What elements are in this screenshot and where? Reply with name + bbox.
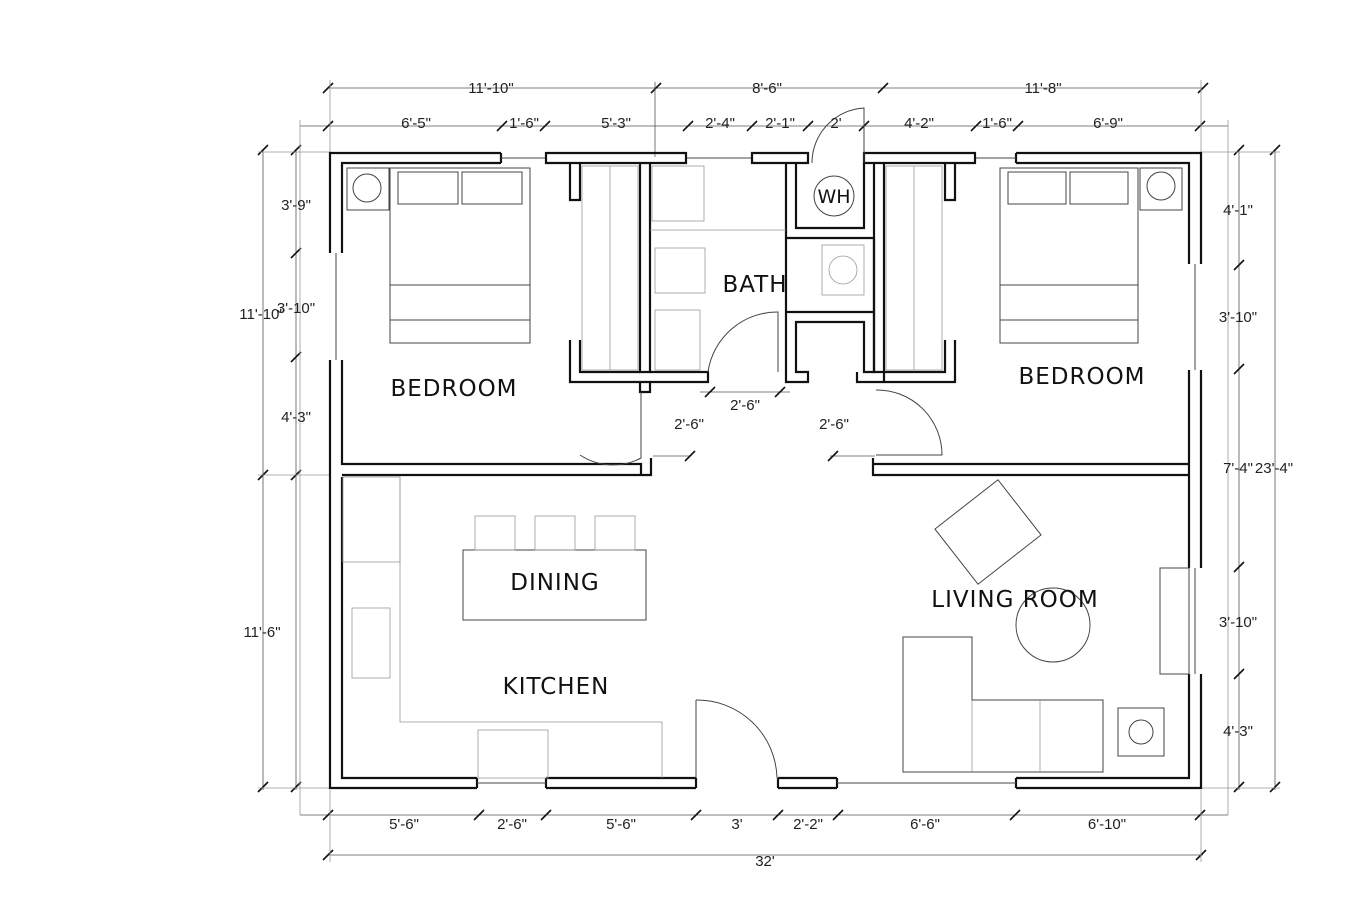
label-bedroom-left: BEDROOM bbox=[390, 376, 517, 402]
dim-door-1: 2'-6" bbox=[674, 416, 704, 433]
dim-bottom-detail-2: 2'-6" bbox=[497, 816, 527, 833]
dim-right-4: 3'-10" bbox=[1219, 614, 1257, 631]
dim-door-2: 2'-6" bbox=[730, 397, 760, 414]
dim-top-detail-5: 2'-1" bbox=[765, 115, 795, 132]
dim-left-2: 3'-10" bbox=[277, 300, 315, 317]
dim-door-3: 2'-6" bbox=[819, 416, 849, 433]
label-dining: DINING bbox=[510, 570, 600, 596]
dim-left-4: 11'-6" bbox=[243, 624, 280, 641]
label-bath: BATH bbox=[722, 272, 787, 298]
dim-bottom-detail-1: 5'-6" bbox=[389, 816, 419, 833]
dim-top-overall-1: 11'-10" bbox=[468, 80, 513, 97]
label-bedroom-right: BEDROOM bbox=[1018, 364, 1145, 390]
dim-top-detail-8: 1'-6" bbox=[982, 115, 1012, 132]
dim-bottom-detail-3: 5'-6" bbox=[606, 816, 636, 833]
dim-top-detail-3: 5'-3" bbox=[601, 115, 631, 132]
door-swings bbox=[579, 107, 943, 779]
dim-left-overall: 11'-10" bbox=[239, 306, 284, 323]
dim-top-detail-1: 6'-5" bbox=[401, 115, 431, 132]
dim-bottom-overall: 32' bbox=[755, 853, 775, 870]
walls bbox=[328, 151, 1203, 790]
dim-top-detail-2: 1'-6" bbox=[509, 115, 539, 132]
dim-right-3: 7'-4" bbox=[1223, 460, 1253, 477]
dim-bottom-detail-5: 2'-2" bbox=[793, 816, 823, 833]
furniture bbox=[342, 165, 1190, 779]
dim-top-detail-6: 2' bbox=[830, 115, 841, 132]
label-living-room: LIVING ROOM bbox=[931, 587, 1099, 613]
dim-bottom-detail-6: 6'-6" bbox=[910, 816, 940, 833]
dim-top-overall-2: 8'-6" bbox=[752, 80, 782, 97]
room-labels: BEDROOM BATH WH BEDROOM DINING KITCHEN L… bbox=[390, 186, 1145, 700]
dim-right-5: 4'-3" bbox=[1223, 723, 1253, 740]
dim-top-detail-9: 6'-9" bbox=[1093, 115, 1123, 132]
label-water-heater: WH bbox=[817, 186, 850, 208]
dim-bottom-detail-4: 3' bbox=[731, 816, 742, 833]
dimension-lines bbox=[257, 80, 1281, 862]
dim-bottom-detail-7: 6'-10" bbox=[1088, 816, 1126, 833]
dim-top-overall-3: 11'-8" bbox=[1024, 80, 1061, 97]
dim-right-2: 3'-10" bbox=[1219, 309, 1257, 326]
dimension-labels: 11'-10" 8'-6" 11'-8" 6'-5" 1'-6" 5'-3" 2… bbox=[239, 80, 1293, 870]
dim-left-1: 3'-9" bbox=[281, 197, 311, 214]
dim-left-3: 4'-3" bbox=[281, 409, 311, 426]
dim-top-detail-4: 2'-4" bbox=[705, 115, 735, 132]
label-kitchen: KITCHEN bbox=[503, 674, 610, 700]
dim-right-1: 4'-1" bbox=[1223, 202, 1253, 219]
dim-right-overall: 23'-4" bbox=[1255, 460, 1293, 477]
dim-top-detail-7: 4'-2" bbox=[904, 115, 934, 132]
